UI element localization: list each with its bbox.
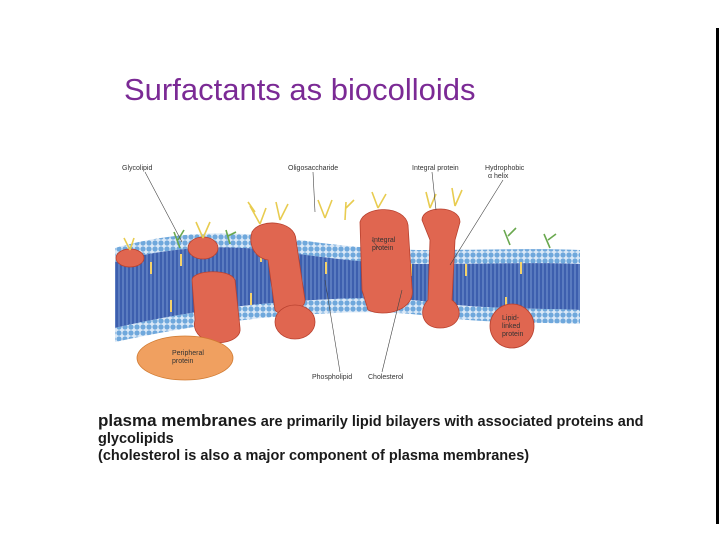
label-glycolipid: Glycolipid (122, 165, 152, 172)
small-surface-protein-left (116, 249, 144, 267)
label-cholesterol: Cholesterol (368, 374, 404, 381)
label-lipid-linked-1: Lipid- (502, 315, 520, 322)
caption-line-3: (cholesterol is also a major component o… (98, 448, 658, 465)
caption-bold-term: plasma membranes (98, 411, 257, 430)
membrane-diagram: Glycolipid Oligosaccharide Integral prot… (110, 150, 590, 390)
inner-protein-blob (275, 305, 315, 339)
transmembrane-protein-left (192, 272, 240, 343)
caption-text: plasma membranes are primarily lipid bil… (98, 412, 658, 465)
label-lipid-linked-2: linked (502, 323, 520, 330)
label-hydrophobic-helix-1: Hydrophobic (485, 165, 525, 172)
caption-line-1: are primarily lipid bilayers with associ… (257, 414, 644, 430)
surface-protein (188, 237, 218, 259)
label-peripheral-2: protein (172, 358, 194, 365)
label-lipid-linked-3: protein (502, 331, 524, 338)
right-border-line (716, 28, 719, 524)
slide-title: Surfactants as biocolloids (124, 72, 476, 108)
label-oligosaccharide: Oligosaccharide (288, 165, 338, 172)
label-integral-protein-top: Integral protein (412, 165, 459, 172)
label-integral-protein-inner-1: Integral (372, 237, 396, 244)
label-hydrophobic-helix-2: α helix (488, 173, 509, 180)
caption-line-2: glycolipids (98, 431, 658, 448)
label-phospholipid: Phospholipid (312, 374, 352, 381)
label-peripheral-1: Peripheral (172, 350, 204, 357)
integral-protein (360, 210, 412, 313)
label-integral-protein-inner-2: protein (372, 245, 394, 252)
